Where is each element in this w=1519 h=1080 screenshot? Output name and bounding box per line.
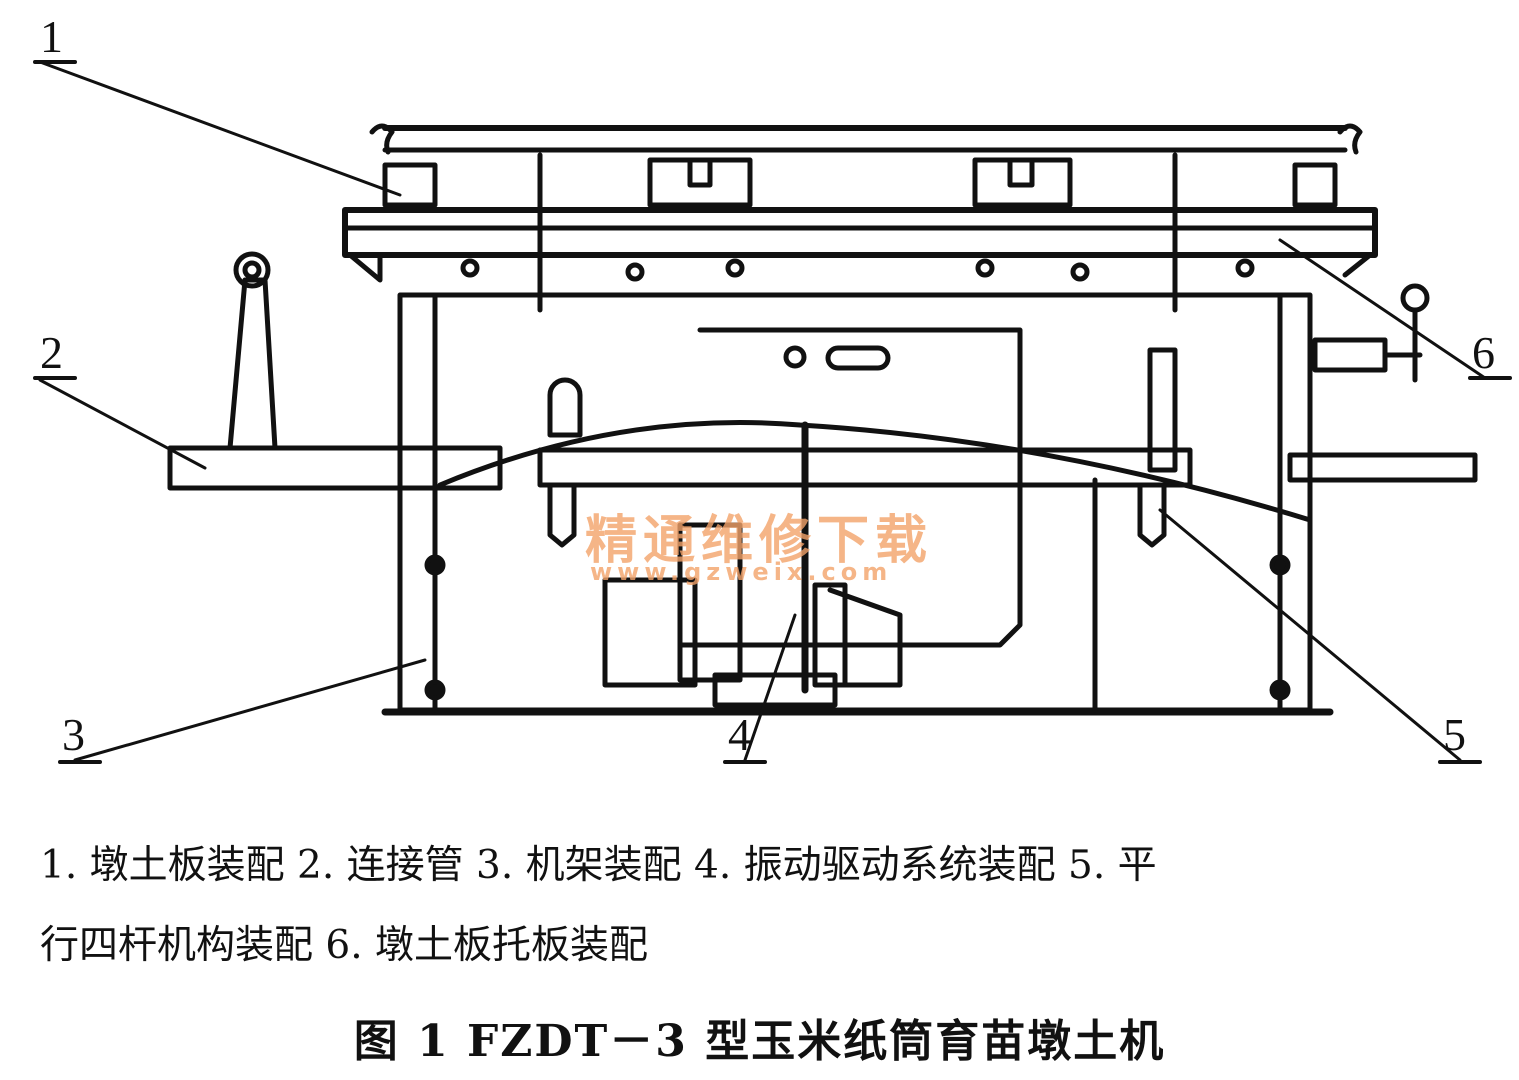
callout-6: 6	[1472, 327, 1495, 378]
top-rail-assembly	[342, 123, 1378, 313]
frame	[381, 292, 1334, 716]
callout-5: 5	[1443, 709, 1466, 760]
figure-caption: 图 1 FZDT－3 型玉米纸筒育苗墩土机	[353, 1016, 1166, 1067]
watermark-text: 精通维修下载	[585, 511, 934, 571]
callout-4: 4	[728, 709, 751, 760]
callout-3: 3	[62, 709, 85, 760]
callout-2: 2	[40, 327, 63, 378]
watermark-url: www.gzweix.com	[590, 558, 893, 586]
machine-drawing	[33, 60, 1512, 764]
legend-line-1: 1. 墩土板装配 2. 连接管 3. 机架装配 4. 振动驱动系统装配 5. 平	[40, 843, 1157, 888]
control-box	[677, 327, 1023, 648]
leader-lines	[38, 60, 1487, 762]
handle-assembly	[1287, 283, 1478, 483]
callout-1: 1	[40, 11, 63, 62]
legend-line-2: 行四杆机构装配 6. 墩土板托板装配	[40, 923, 649, 968]
parallel-linkage	[437, 347, 1313, 548]
label-underlines	[33, 60, 1512, 764]
vibration-motor	[602, 421, 903, 708]
connecting-tube	[167, 251, 503, 491]
